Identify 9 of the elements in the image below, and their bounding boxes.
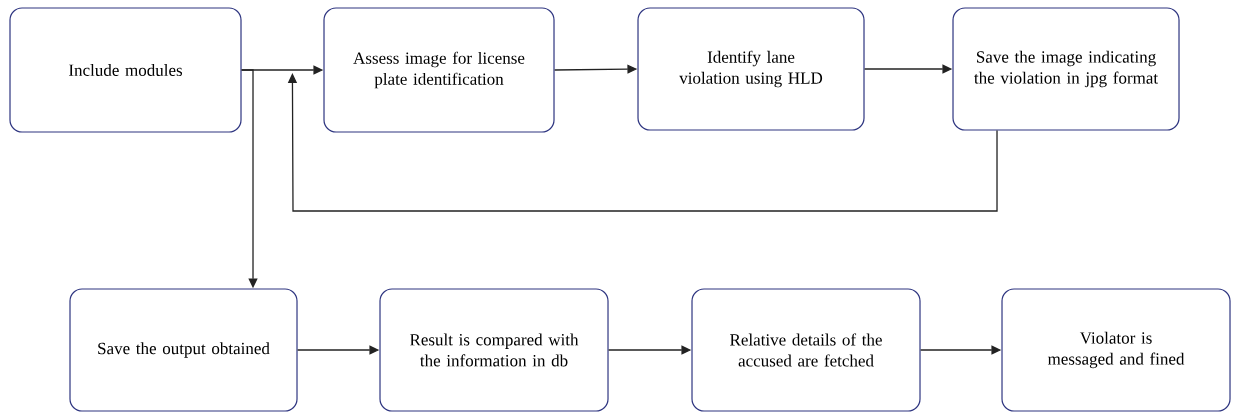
process-box: Save the output obtained <box>69 288 298 412</box>
process-box: Relative details of the accused are fetched <box>691 288 921 412</box>
arrow <box>287 73 998 212</box>
process-box: Result is compared with the information in db <box>379 288 609 412</box>
process-box: Assess image for license plate identification <box>323 7 555 133</box>
process-box: Violator is messaged and fined <box>1001 288 1231 412</box>
process-box: Identify lane violation using HLD <box>637 7 865 131</box>
process-box: Save the image indicating the violation in jpg format <box>952 7 1180 131</box>
process-box: Include modules <box>9 7 242 133</box>
